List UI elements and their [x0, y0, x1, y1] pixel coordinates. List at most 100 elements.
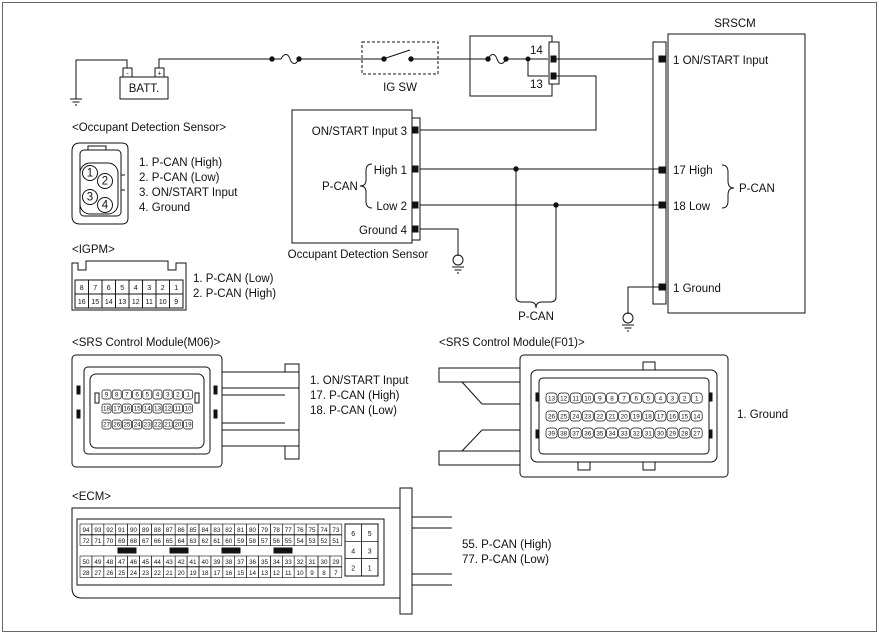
- ecm-pin-number: 36: [249, 559, 257, 566]
- srscm-pcan-label: P-CAN: [739, 183, 775, 195]
- f01-pin-number: 36: [584, 430, 592, 437]
- ecm-pin-number: 52: [320, 538, 328, 545]
- igpm-connector-title: <IGPM>: [72, 244, 115, 256]
- f01-pin-number: 28: [681, 430, 689, 437]
- ecm-pin-cell: [329, 534, 343, 546]
- battery-minus-label: -: [126, 71, 129, 78]
- ecm-pin-number: 61: [213, 538, 221, 545]
- m06-pin-cell: [122, 419, 132, 430]
- f01-pin-number: 19: [633, 413, 641, 420]
- ods-pin-number: 2: [102, 176, 108, 188]
- igpm-pin-number: 5: [120, 285, 124, 292]
- f01-pin-number: 24: [572, 413, 580, 420]
- ecm-small-pin-number: 3: [368, 548, 372, 555]
- ecm-pin-number: 55: [285, 538, 293, 545]
- ecm-pin-number: 43: [166, 559, 174, 566]
- f01-pin-cell: [569, 392, 582, 404]
- f01-pin-cell: [642, 410, 655, 422]
- m06-pin-number: 9: [105, 392, 109, 399]
- ecm-pin-number: 64: [178, 538, 186, 545]
- f01-pin-number: 18: [645, 413, 653, 420]
- f01-pin-number: 6: [634, 395, 638, 402]
- f01-pin-number: 23: [584, 413, 592, 420]
- m06-pin-number: 2: [176, 392, 180, 399]
- m06-pin-cell: [101, 389, 112, 400]
- f01-pin-cell: [594, 392, 606, 404]
- ecm-pin-cell: [329, 555, 343, 567]
- ecm-pin-number: 68: [130, 538, 138, 545]
- m06-pin-cell: [132, 403, 142, 414]
- ecm-pin-cell: [329, 523, 343, 535]
- ods-pin-2: [97, 173, 113, 189]
- m06-pin-cell: [132, 419, 142, 430]
- ecm-pin-number: 53: [309, 538, 317, 545]
- ecm-pin-number: 45: [142, 559, 150, 566]
- ecm-pin-number: 67: [142, 538, 150, 545]
- ecm-pin-number: 58: [249, 538, 257, 545]
- m06-pin-cell: [162, 389, 173, 400]
- ecm-pin-number: 71: [94, 538, 102, 545]
- f01-pin-cell: [569, 427, 582, 439]
- ecm-pin-number: 59: [237, 538, 245, 545]
- igpm-pin-number: 8: [80, 285, 84, 292]
- f01-pin-cell: [606, 410, 618, 422]
- m06-pin-number: 4: [156, 392, 160, 399]
- ods-pin-on-start: ON/START Input 3: [312, 126, 407, 138]
- ecm-pin-number: 56: [273, 538, 281, 545]
- f01-pin-cell: [557, 427, 570, 439]
- ecm-pin-number: 50: [82, 559, 90, 566]
- ecm-pin-number: 19: [190, 570, 198, 577]
- f01-pin-number: 20: [621, 413, 629, 420]
- ecm-pin-number: 77: [285, 527, 293, 534]
- ecm-pin-number: 51: [332, 538, 340, 545]
- m06-pin-cell: [122, 389, 132, 400]
- igpm-pin-number: 7: [93, 285, 97, 292]
- battery-plus-label: +: [157, 71, 161, 78]
- m06-pin-cell: [122, 403, 132, 414]
- f01-pin-cell: [678, 410, 691, 422]
- m06-pin-number: 24: [134, 422, 142, 429]
- igpm-pin-number: 12: [132, 299, 140, 306]
- igpm-pin-number: 10: [159, 299, 167, 306]
- srscm-title: SRSCM: [714, 18, 756, 30]
- battery-label: BATT.: [129, 83, 159, 95]
- f01-pin-cell: [545, 392, 558, 404]
- m06-pin-number: 16: [123, 406, 131, 413]
- fuse-icon: [280, 54, 300, 64]
- f01-pin-number: 7: [622, 395, 626, 402]
- m06-pin-cell: [173, 403, 183, 414]
- m06-pin-number: 1: [186, 392, 190, 399]
- ecm-pin-number: 75: [309, 527, 317, 534]
- srscm-box: [667, 33, 806, 314]
- igpm-pin-number: 16: [78, 299, 86, 306]
- igpm-pin-cell: [169, 293, 184, 309]
- srscm-pin-ground: 1 Ground: [673, 283, 721, 295]
- ecm-pin-number: 12: [273, 570, 281, 577]
- m06-pin-number: 7: [125, 392, 129, 399]
- f01-pin-number: 21: [608, 413, 616, 420]
- ods-connector-title: <Occupant Detection Sensor>: [72, 122, 226, 134]
- ecm-pin-number: 7: [334, 570, 338, 577]
- m06-pin-cell: [173, 419, 183, 430]
- ecm-pin-number: 29: [332, 559, 340, 566]
- f01-pin-number: 25: [560, 413, 568, 420]
- relay-pin-14-label: 14: [530, 45, 543, 57]
- ecm-pin-number: 44: [154, 559, 162, 566]
- f01-pin-cell: [666, 392, 679, 404]
- igpm-pin-number: 14: [105, 299, 113, 306]
- ecm-small-pin-number: 4: [351, 548, 355, 555]
- f01-pin-cell: [606, 427, 618, 439]
- m06-pin-number: 8: [115, 392, 119, 399]
- ecm-pin-number: 35: [261, 559, 269, 566]
- ecm-pin-number: 80: [249, 527, 257, 534]
- ecm-pin-number: 49: [94, 559, 102, 566]
- ecm-pin-number: 91: [118, 527, 126, 534]
- f01-pin-number: 33: [621, 430, 629, 437]
- m06-pin-cell: [183, 403, 193, 414]
- f01-pin-number: 3: [671, 395, 675, 402]
- ecm-pin-number: 15: [237, 570, 245, 577]
- igpm-connector-housing: [71, 260, 187, 311]
- f01-pin-number: 27: [693, 430, 701, 437]
